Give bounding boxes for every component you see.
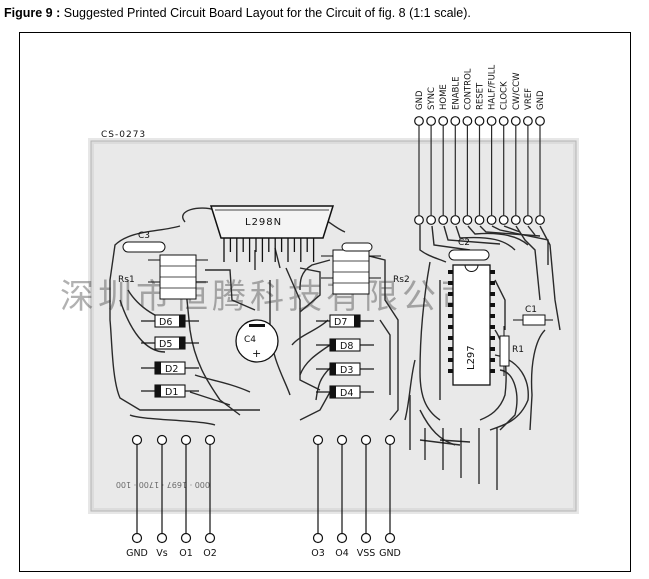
bottom-pin-label: GND: [126, 548, 148, 559]
top-pin-label: HOME: [439, 84, 449, 110]
diode-d1: D1: [141, 384, 199, 398]
top-pin-label: SYNC: [427, 87, 437, 110]
diode-d5: D5: [141, 336, 199, 350]
diode-label: D8: [340, 341, 353, 352]
top-pin-7[interactable]: HALF/FULL: [486, 64, 498, 225]
diode-label: D1: [165, 387, 178, 398]
ic-l297: L297: [448, 264, 495, 386]
rs2-label: Rs2: [393, 275, 410, 285]
r1-label: R1: [512, 345, 524, 355]
bottom-right-pin-2[interactable]: O4: [335, 434, 349, 560]
bottom-pin-label: GND: [379, 548, 401, 559]
top-pin-6[interactable]: RESET: [474, 82, 486, 225]
bottom-left-connector: GND Vs O1 O2: [126, 434, 217, 560]
c2-label: C2: [458, 238, 470, 248]
c4-label: C4: [244, 335, 256, 345]
ic-l298n: L298N: [209, 205, 335, 262]
capacitor-c3: C3: [122, 231, 166, 253]
svg-text:000 · 1697 · 1700 · 100: 000 · 1697 · 1700 · 100: [116, 480, 210, 489]
c1-label: C1: [525, 305, 537, 315]
top-pin-label: RESET: [476, 82, 486, 110]
diode-label: D5: [159, 339, 172, 350]
bottom-pin-label: O4: [335, 548, 349, 559]
capacitor-c4: C4 +: [235, 319, 279, 363]
bottom-pin-label: O2: [203, 548, 217, 559]
figure-caption: Figure 9 : Suggested Printed Circuit Boa…: [4, 6, 471, 20]
diode-label: D3: [340, 365, 353, 376]
top-pin-11[interactable]: GND: [535, 90, 546, 225]
top-pin-label: HALF/FULL: [488, 64, 498, 110]
rs1-label: Rs1: [118, 275, 135, 285]
top-pin-9[interactable]: CW/CCW: [510, 72, 522, 225]
top-pin-3[interactable]: HOME: [438, 84, 449, 225]
bottom-pin-label: VSS: [357, 548, 376, 559]
top-pin-5[interactable]: CONTROL: [462, 68, 473, 225]
capacitor-c1: C1: [513, 305, 553, 326]
watermark: 深圳市恒腾科技有限公司: [60, 277, 478, 317]
diode-d3: D3: [316, 362, 374, 376]
board-ref-label: CS-0273: [101, 130, 146, 140]
top-pin-label: CLOCK: [500, 81, 510, 110]
top-pin-8[interactable]: CLOCK: [498, 81, 510, 225]
ic-l298n-label: L298N: [245, 217, 282, 228]
top-pin-4[interactable]: ENABLE: [450, 77, 461, 225]
ic-l297-label: L297: [466, 345, 477, 370]
resistor-rs2: Rs2: [321, 242, 410, 295]
bottom-pin-label: O3: [311, 548, 325, 559]
resistor-rs1: Rs1: [118, 254, 208, 300]
top-pin-10[interactable]: VREF: [523, 88, 534, 225]
bottom-left-pin-4[interactable]: O2: [203, 434, 217, 560]
svg-text:+: +: [252, 347, 261, 360]
bottom-right-pin-3[interactable]: VSS: [357, 434, 376, 560]
resistor-r1: R1: [499, 326, 524, 376]
figure-caption-text: Suggested Printed Circuit Board Layout f…: [63, 6, 471, 20]
diode-label: D2: [165, 364, 178, 375]
bottom-pin-label: Vs: [156, 548, 167, 559]
bottom-left-pin-1[interactable]: GND: [126, 434, 148, 560]
top-pin-label: GND: [415, 90, 425, 110]
bottom-left-pin-3[interactable]: O1: [179, 434, 193, 560]
bottom-pin-label: O1: [179, 548, 193, 559]
figure-label: Figure 9 :: [4, 6, 61, 20]
diode-d7: D7: [316, 314, 374, 328]
diode-d4: D4: [316, 385, 374, 399]
top-pin-label: ENABLE: [451, 77, 461, 110]
bottom-right-pin-4[interactable]: GND: [379, 434, 401, 560]
diode-label: D4: [340, 388, 353, 399]
bottom-left-pin-2[interactable]: Vs: [156, 434, 168, 560]
figure-frame: [19, 32, 631, 572]
diode-d2: D2: [141, 361, 199, 375]
top-pin-label: GND: [536, 90, 546, 110]
capacitor-c2: C2: [448, 238, 490, 261]
diode-label: D7: [334, 317, 347, 328]
top-pin-label: VREF: [524, 88, 534, 110]
c3-label: C3: [138, 231, 150, 241]
top-pin-label: CONTROL: [463, 68, 473, 110]
bottom-right-pin-1[interactable]: O3: [311, 434, 325, 560]
top-pin-label: CW/CCW: [512, 72, 522, 110]
diode-label: D6: [159, 317, 172, 328]
diode-d8: D8: [316, 338, 374, 352]
diode-d6: D6: [141, 314, 199, 328]
